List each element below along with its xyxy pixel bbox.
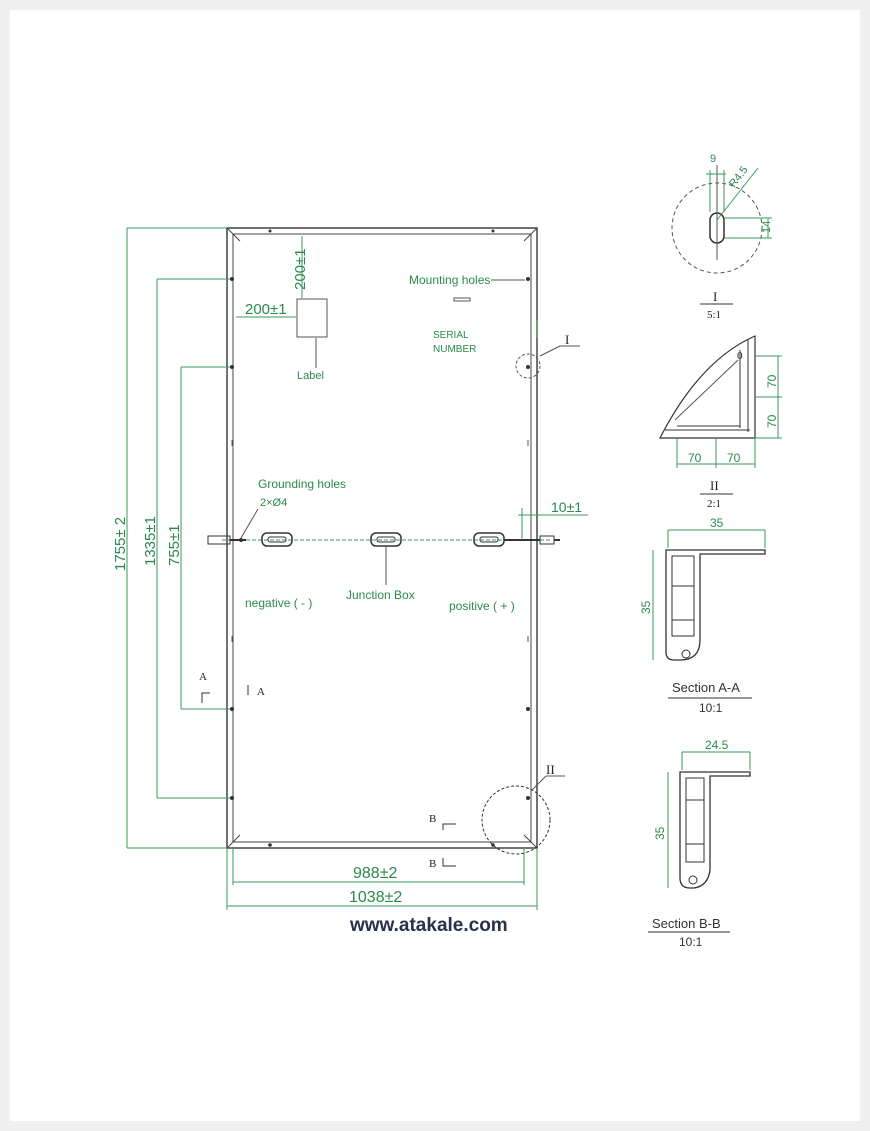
detail-2-dim-70-v1: 70: [765, 374, 779, 388]
section-a-marker-right: A: [257, 686, 265, 698]
detail-1-drawing: [671, 165, 772, 305]
detail-1-marker: I: [565, 332, 569, 347]
height-dimension-label: 1755± 2: [112, 517, 129, 571]
section-b-marker-bottom: B: [429, 858, 436, 870]
section-b-height: 35: [653, 826, 667, 840]
grounding-holes-label: Grounding holes: [258, 477, 346, 491]
mount-inner-dimension-label: 755±1: [166, 524, 183, 566]
label-area: [236, 236, 328, 368]
section-a-drawing: [652, 529, 766, 699]
section-a-markers: [201, 685, 249, 703]
detail-1-dim-radius: R4.5: [727, 164, 751, 190]
width-dimensions: [226, 848, 538, 910]
outer-width-dimension: 1038±2: [349, 889, 402, 906]
serial-number-line2: NUMBER: [433, 344, 476, 355]
section-a-height: 35: [639, 600, 653, 614]
grounding-leader: [240, 508, 259, 539]
detail-2-dim-70-h2: 70: [727, 451, 741, 465]
height-dimensions: [126, 227, 230, 849]
detail-1-dim-14: 14: [761, 221, 773, 233]
mount-outer-dimension-label: 1335±1: [142, 516, 159, 566]
detail-2-dim-0: 0: [737, 350, 743, 362]
label-left-dimension: 200±1: [245, 301, 287, 318]
section-b-markers: [442, 823, 456, 867]
section-b-marker-top: B: [429, 813, 436, 825]
label-text: Label: [297, 370, 324, 382]
detail-2-circle: [481, 785, 551, 855]
detail-1-circle: [515, 353, 541, 379]
technical-drawing: 1755± 2 1335±1 755±1 200±1 200±1 Label M…: [112, 153, 782, 949]
inner-width-dimension: 988±2: [353, 865, 397, 882]
mounting-holes-label: Mounting holes: [409, 273, 490, 287]
panel-frame: [226, 227, 538, 849]
section-b-title: Section B-B: [652, 916, 721, 931]
negative-label: negative ( - ): [245, 596, 312, 610]
detail-2-dim-70-v2: 70: [765, 414, 779, 428]
section-b-width: 24.5: [705, 738, 729, 752]
label-top-dimension: 200±1: [292, 248, 309, 290]
detail-2-title: II: [710, 478, 719, 493]
grounding-holes-spec: 2×Ø4: [260, 497, 287, 509]
detail-1-scale: 5:1: [707, 309, 721, 321]
detail-2-marker: II: [546, 762, 555, 777]
detail-1-dim-9: 9: [710, 153, 716, 165]
section-b-drawing: [648, 751, 751, 933]
section-a-title: Section A-A: [672, 680, 740, 695]
detail-2-dim-70-h1: 70: [688, 451, 702, 465]
section-a-scale: 10:1: [699, 701, 723, 715]
positive-label: positive ( + ): [449, 599, 515, 613]
serial-number-line1: SERIAL: [433, 330, 469, 341]
detail-2-drawing: [659, 335, 782, 495]
junction-box-label: Junction Box: [346, 588, 415, 602]
section-a-marker-left: A: [199, 671, 207, 683]
detail-1-leader: [539, 345, 561, 357]
section-a-width: 35: [710, 516, 724, 530]
drawing-sheet: 1755± 2 1335±1 755±1 200±1 200±1 Label M…: [10, 10, 860, 1121]
cable-assembly: [207, 508, 588, 585]
section-b-scale: 10:1: [679, 935, 703, 949]
website-url: www.atakale.com: [349, 915, 508, 936]
cable-dimension: 10±1: [551, 499, 582, 515]
serial-number-plate: [453, 297, 471, 302]
detail-1-title: I: [713, 289, 717, 304]
detail-2-scale: 2:1: [707, 498, 721, 510]
